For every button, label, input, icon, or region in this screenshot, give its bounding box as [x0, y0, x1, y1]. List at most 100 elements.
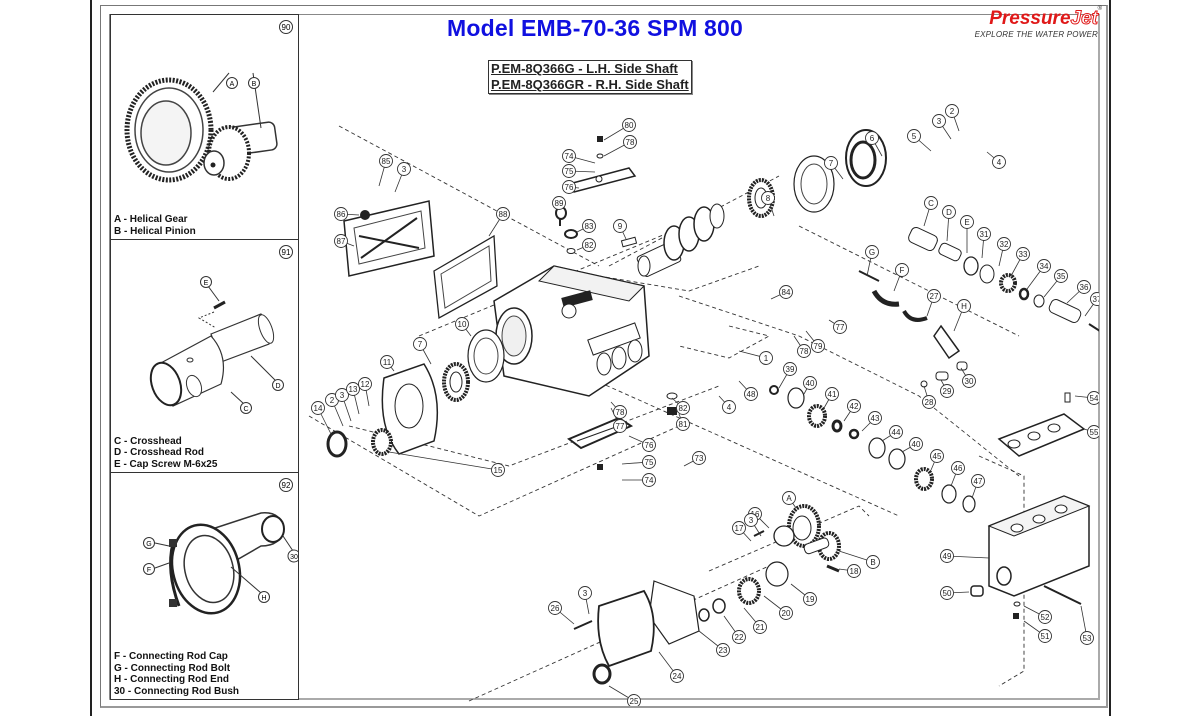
drain-plug-icon [666, 392, 678, 415]
svg-text:16: 16 [751, 510, 760, 519]
callout-74: 74 [642, 473, 656, 487]
drawing-page: Model EMB-70-36 SPM 800 P.EM-8Q366G - L.… [100, 5, 1108, 708]
part-number-rh: P.EM-8Q366GR - R.H. Side Shaft [491, 77, 689, 92]
svg-text:19: 19 [806, 595, 815, 604]
key-icon [620, 236, 638, 248]
callout-G: G [143, 537, 155, 549]
callout-3: 3 [932, 114, 946, 128]
callout-19: 19 [803, 592, 817, 606]
callout-51: 51 [1038, 629, 1052, 643]
svg-text:75: 75 [565, 167, 574, 176]
callout-40: 40 [909, 437, 923, 451]
svg-text:84: 84 [782, 288, 791, 297]
callout-80: 80 [622, 118, 636, 132]
svg-text:86: 86 [337, 210, 346, 219]
svg-text:4: 4 [997, 158, 1002, 167]
callout-82: 82 [676, 401, 690, 415]
svg-text:9: 9 [618, 222, 623, 231]
callout-9: 9 [613, 219, 627, 233]
svg-text:85: 85 [382, 157, 391, 166]
connecting-rod-illustration: G F H 30 [143, 512, 298, 615]
callout-30: 30 [287, 549, 298, 563]
callout-4: 4 [992, 155, 1006, 169]
svg-text:44: 44 [892, 428, 901, 437]
bearing-cover-icon [845, 129, 887, 187]
callout-E: E [200, 276, 212, 288]
svg-text:79: 79 [814, 342, 823, 351]
leader-line [388, 451, 499, 471]
callout-H: H [258, 591, 270, 603]
svg-text:7: 7 [829, 159, 834, 168]
callout-27: 27 [927, 289, 941, 303]
crosshead-assembly-icon [908, 226, 1099, 332]
callout-88: 88 [496, 207, 510, 221]
callout-D: D [272, 379, 284, 391]
drawing-frame [109, 14, 1100, 700]
inset-connecting-rod: 92 G F H 30 F - Connecting Rod Cap G - C… [110, 472, 299, 700]
callout-54: 54 [1087, 391, 1099, 405]
exploded-parts-diagram: 7271706362616059696867666564636261605958… [308, 104, 1099, 706]
connecting-rod-icon [169, 512, 285, 615]
pressurejet-logo: ® PressureJet EXPLORE THE WATER POWER [975, 6, 1102, 39]
helical-gear-icon [124, 77, 214, 183]
svg-text:43: 43 [871, 414, 880, 423]
svg-text:78: 78 [800, 347, 809, 356]
svg-text:34: 34 [1040, 262, 1049, 271]
legend-item: A - Helical Gear [114, 214, 188, 225]
callout-78: 78 [623, 135, 637, 149]
svg-text:H: H [261, 595, 266, 602]
callout-7: 7 [824, 156, 838, 170]
svg-text:40: 40 [912, 440, 921, 449]
svg-text:76: 76 [565, 183, 574, 192]
callout-74: 74 [562, 149, 576, 163]
svg-text:42: 42 [850, 402, 859, 411]
svg-text:74: 74 [645, 476, 654, 485]
callout-36: 36 [1077, 280, 1091, 294]
svg-text:31: 31 [980, 230, 989, 239]
crankcase-icon [493, 265, 650, 397]
svg-text:81: 81 [679, 420, 688, 429]
svg-text:2: 2 [950, 107, 955, 116]
callout-F: F [895, 263, 909, 277]
svg-text:47: 47 [974, 477, 983, 486]
svg-text:33: 33 [1019, 250, 1028, 259]
callout-78: 78 [613, 405, 627, 419]
callout-1: 1 [759, 351, 773, 365]
plunger-seal-line-icon [769, 385, 976, 513]
svg-text:21: 21 [756, 623, 765, 632]
page-title: Model EMB-70-36 SPM 800 [446, 15, 744, 41]
svg-text:82: 82 [585, 241, 594, 250]
svg-text:13: 13 [349, 385, 358, 394]
callout-47: 47 [971, 474, 985, 488]
svg-text:6: 6 [870, 134, 875, 143]
small-bearing-icon [371, 428, 393, 456]
inset-crosshead: 91 E C D C - Crosshead [110, 239, 299, 473]
callout-43: 43 [868, 411, 882, 425]
callout-28: 28 [922, 395, 936, 409]
svg-text:45: 45 [933, 452, 942, 461]
inset-number-badge: 91 [279, 245, 293, 259]
svg-text:F: F [147, 567, 151, 574]
svg-text:30: 30 [290, 554, 298, 561]
svg-text:37: 37 [1093, 295, 1099, 304]
svg-text:B: B [252, 81, 257, 88]
svg-text:F: F [900, 266, 905, 275]
bearing-gasket-icon [793, 155, 835, 213]
svg-text:C: C [243, 406, 248, 413]
callout-C: C [240, 402, 252, 414]
callout-3: 3 [744, 513, 758, 527]
svg-text:C: C [928, 199, 934, 208]
svg-text:35: 35 [1057, 272, 1066, 281]
callout-B: B [866, 555, 880, 569]
svg-text:73: 73 [695, 454, 704, 463]
inset-legend: C - Crosshead D - Crosshead Rod E - Cap … [114, 436, 217, 471]
svg-text:H: H [961, 302, 967, 311]
svg-text:B: B [870, 558, 875, 567]
svg-text:A: A [786, 494, 792, 503]
rear-gasket-icon [433, 234, 498, 320]
legend-item: 30 - Connecting Rod Bush [114, 685, 239, 697]
callout-35: 35 [1054, 269, 1068, 283]
callout-31: 31 [977, 227, 991, 241]
svg-text:7: 7 [418, 340, 423, 349]
callout-layer: 853868788807874757689838292356478CDE3132… [311, 104, 1099, 706]
